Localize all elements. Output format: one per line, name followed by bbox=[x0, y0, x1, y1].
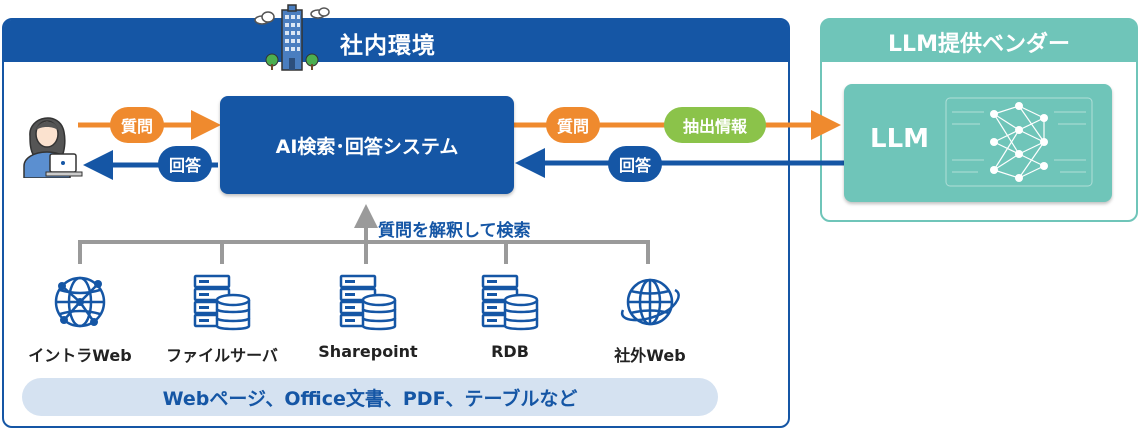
interpret-and-search-label: 質問を解釈して検索 bbox=[378, 221, 531, 241]
globe-icon bbox=[620, 278, 680, 326]
question-badge-llm: 質問 bbox=[546, 107, 600, 143]
source-file-server: ファイルサーバ bbox=[152, 272, 292, 366]
internal-environment-panel: 社内環境 bbox=[2, 18, 790, 428]
question-badge-user: 質問 bbox=[110, 107, 164, 143]
network-globe-icon bbox=[54, 276, 106, 328]
source-label: RDB bbox=[491, 342, 529, 361]
document-types-label: Webページ、Office文書、PDF、テーブルなど bbox=[162, 387, 578, 410]
extracted-info-badge: 抽出情報 bbox=[664, 107, 766, 143]
source-intranet-web: イントラWeb bbox=[12, 272, 148, 366]
source-label: イントラWeb bbox=[28, 346, 132, 365]
server-database-icon bbox=[481, 274, 539, 331]
internal-environment-title: 社内環境 bbox=[340, 33, 436, 59]
ai-search-answer-system: AI検索･回答システム bbox=[220, 96, 514, 194]
llm-label: LLM bbox=[870, 124, 930, 154]
source-connector bbox=[78, 204, 650, 264]
source-label: Sharepoint bbox=[318, 342, 418, 361]
llm-box: LLM bbox=[844, 84, 1112, 202]
office-building-icon bbox=[254, 4, 330, 71]
source-external-web: 社外Web bbox=[580, 272, 720, 366]
source-rdb: RDB bbox=[440, 272, 580, 361]
answer-badge-llm: 回答 bbox=[608, 146, 662, 182]
ai-system-label: AI検索･回答システム bbox=[275, 135, 459, 158]
source-label: 社外Web bbox=[614, 346, 686, 365]
source-label: ファイルサーバ bbox=[166, 346, 278, 365]
llm-vendor-title: LLM提供ベンダー bbox=[888, 32, 1070, 57]
server-database-icon bbox=[339, 274, 397, 331]
answer-badge-user: 回答 bbox=[158, 146, 212, 182]
user-icon bbox=[23, 117, 83, 178]
server-database-icon bbox=[193, 274, 251, 331]
internal-environment-header: 社内環境 bbox=[4, 20, 788, 62]
document-types-bar: Webページ、Office文書、PDF、テーブルなど bbox=[22, 378, 718, 416]
llm-vendor-header: LLM提供ベンダー bbox=[822, 20, 1136, 62]
neural-network-icon bbox=[945, 97, 1093, 187]
source-sharepoint: Sharepoint bbox=[298, 272, 438, 361]
